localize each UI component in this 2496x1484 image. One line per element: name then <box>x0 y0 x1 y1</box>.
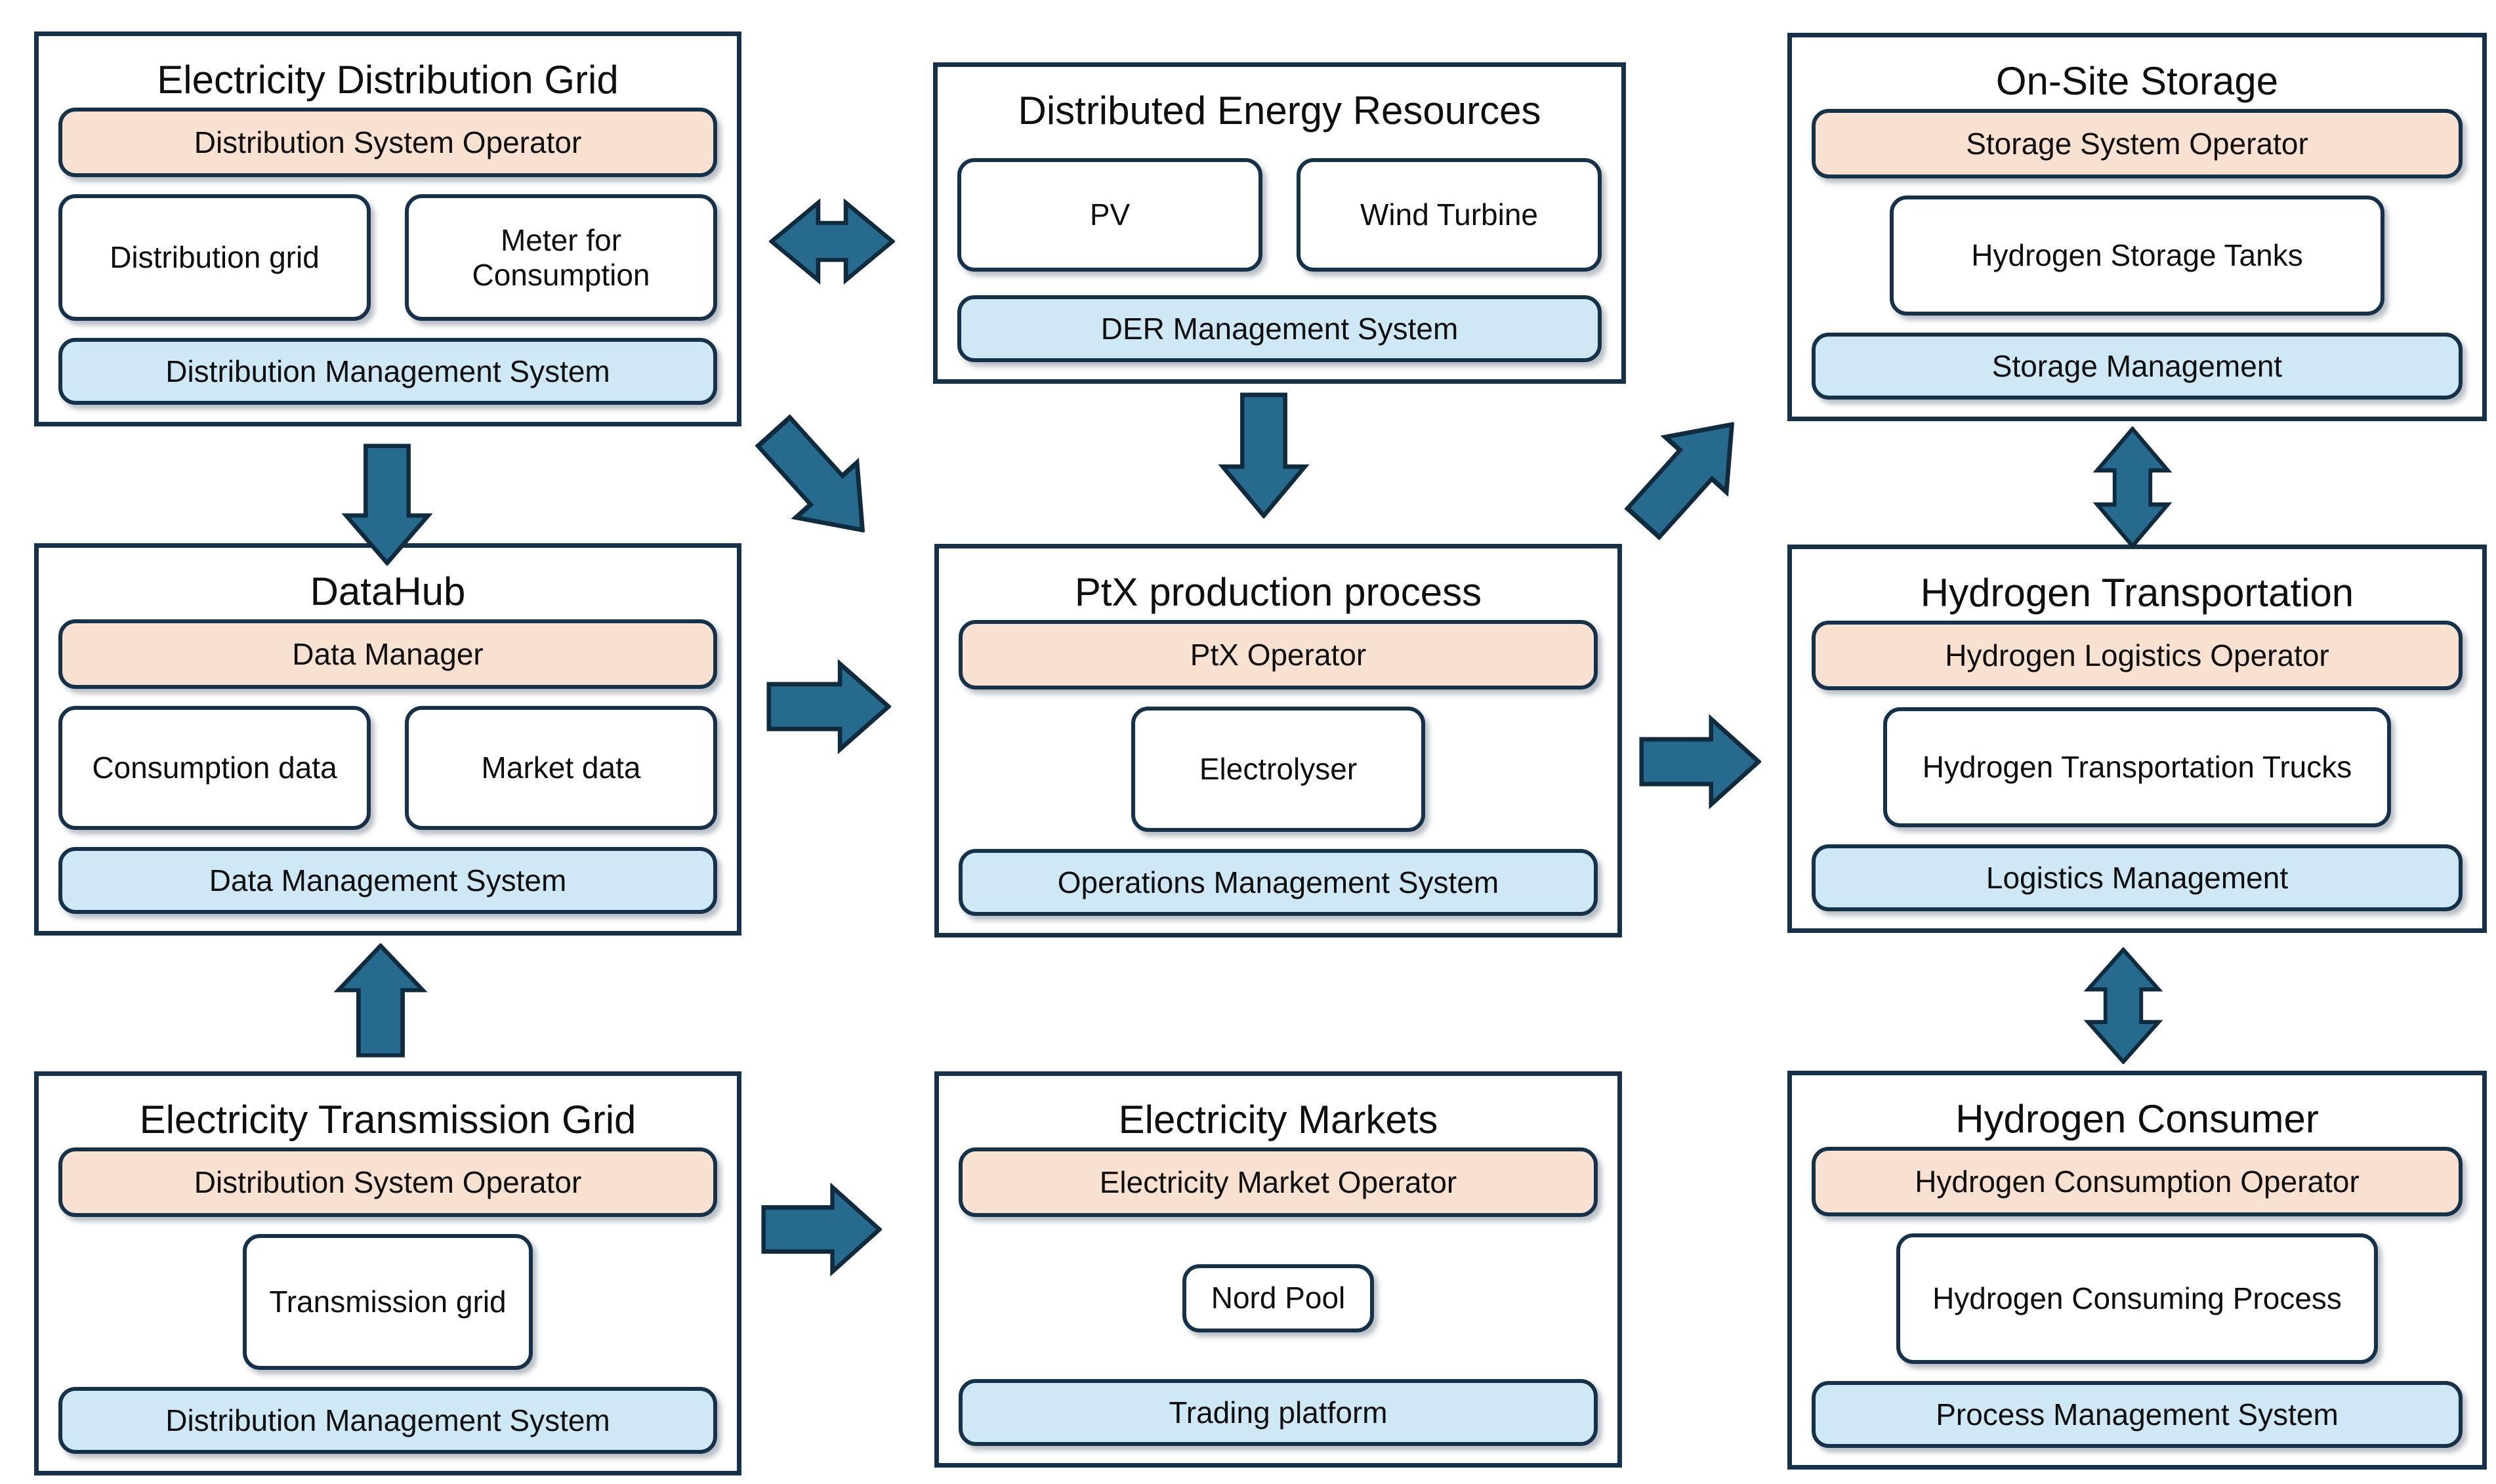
asset-pill: Wind Turbine <box>1297 158 1602 272</box>
system-pill: DER Management System <box>957 295 1602 362</box>
bent-arrow-grid-to-ptx-icon <box>738 399 899 563</box>
operator-pill: Storage System Operator <box>1812 109 2463 178</box>
card-ptx-production-process: PtX production process PtX Operator Elec… <box>934 544 1622 938</box>
asset-row: Hydrogen Consuming Process <box>1812 1216 2463 1381</box>
asset-pill: Market data <box>405 706 717 830</box>
asset-pill: PV <box>957 158 1262 272</box>
asset-row: PV Wind Turbine <box>957 138 1602 295</box>
operator-pill: Distribution System Operator <box>58 108 717 177</box>
card-distributed-energy-resources: Distributed Energy Resources PV Wind Tur… <box>933 62 1626 384</box>
card-title: DataHub <box>310 569 466 613</box>
operator-pill: Hydrogen Logistics Operator <box>1812 621 2463 690</box>
system-pill: Process Management System <box>1812 1381 2463 1448</box>
card-title: PtX production process <box>1074 570 1482 614</box>
asset-pill: Consumption data <box>58 706 371 830</box>
asset-pill: Transmission grid <box>243 1234 533 1370</box>
system-pill: Operations Management System <box>959 849 1598 916</box>
card-datahub: DataHub Data Manager Consumption data Ma… <box>34 543 741 936</box>
bent-arrow-ptx-to-storage-icon <box>1608 392 1768 556</box>
down-arrow-grid-to-datahub-icon <box>341 443 433 566</box>
asset-row: Transmission grid <box>58 1217 717 1387</box>
double-arrow-grid-der-icon <box>769 198 895 285</box>
asset-row: Electrolyser <box>959 690 1598 849</box>
asset-pill: Hydrogen Consuming Process <box>1896 1233 2379 1364</box>
asset-row: Nord Pool <box>959 1217 1598 1379</box>
card-electricity-markets: Electricity Markets Electricity Market O… <box>934 1071 1622 1468</box>
system-pill: Storage Management <box>1812 333 2463 400</box>
asset-pill: Meter for Consumption <box>405 194 717 321</box>
double-arrow-transport-consumer-icon <box>2083 947 2164 1064</box>
asset-pill: Hydrogen Transportation Trucks <box>1883 707 2391 827</box>
double-arrow-storage-transport-icon <box>2092 426 2173 548</box>
operator-pill: Hydrogen Consumption Operator <box>1812 1147 2463 1216</box>
card-electricity-distribution-grid: Electricity Distribution Grid Distributi… <box>34 31 741 426</box>
operator-pill: Electricity Market Operator <box>959 1147 1598 1217</box>
right-arrow-datahub-to-ptx-icon <box>766 659 891 754</box>
asset-pill: Nord Pool <box>1182 1264 1375 1332</box>
card-title: Electricity Distribution Grid <box>157 58 619 102</box>
system-pill: Logistics Management <box>1812 844 2463 911</box>
right-arrow-transmission-to-markets-icon <box>761 1182 882 1277</box>
card-hydrogen-transportation: Hydrogen Transportation Hydrogen Logisti… <box>1787 545 2487 933</box>
card-on-site-storage: On-Site Storage Storage System Operator … <box>1787 33 2487 421</box>
asset-pill: Electrolyser <box>1131 707 1426 832</box>
card-electricity-transmission-grid: Electricity Transmission Grid Distributi… <box>34 1071 741 1475</box>
card-title: Distributed Energy Resources <box>1018 89 1541 133</box>
card-title: Electricity Markets <box>1118 1098 1438 1142</box>
asset-pill: Hydrogen Storage Tanks <box>1890 196 2384 316</box>
operator-pill: Distribution System Operator <box>58 1147 717 1217</box>
asset-pill: Distribution grid <box>58 194 371 321</box>
card-title: Hydrogen Consumer <box>1955 1097 2319 1141</box>
card-title: On-Site Storage <box>1995 59 2279 103</box>
asset-row: Hydrogen Transportation Trucks <box>1812 690 2463 844</box>
down-arrow-der-to-ptx-icon <box>1218 392 1310 518</box>
system-pill: Trading platform <box>959 1379 1598 1446</box>
right-arrow-ptx-to-transport-icon <box>1639 714 1761 810</box>
operator-pill: Data Manager <box>58 619 717 689</box>
card-title: Electricity Transmission Grid <box>139 1098 636 1142</box>
asset-row: Consumption data Market data <box>58 689 717 847</box>
system-pill: Data Management System <box>58 847 717 914</box>
card-hydrogen-consumer: Hydrogen Consumer Hydrogen Consumption O… <box>1787 1071 2487 1470</box>
system-pill: Distribution Management System <box>58 1387 717 1454</box>
system-pill: Distribution Management System <box>58 338 717 405</box>
asset-row: Hydrogen Storage Tanks <box>1812 178 2463 333</box>
card-title: Hydrogen Transportation <box>1920 571 2354 615</box>
asset-row: Distribution grid Meter for Consumption <box>58 177 717 338</box>
up-arrow-transmission-to-datahub-icon <box>333 943 428 1058</box>
operator-pill: PtX Operator <box>959 620 1598 690</box>
